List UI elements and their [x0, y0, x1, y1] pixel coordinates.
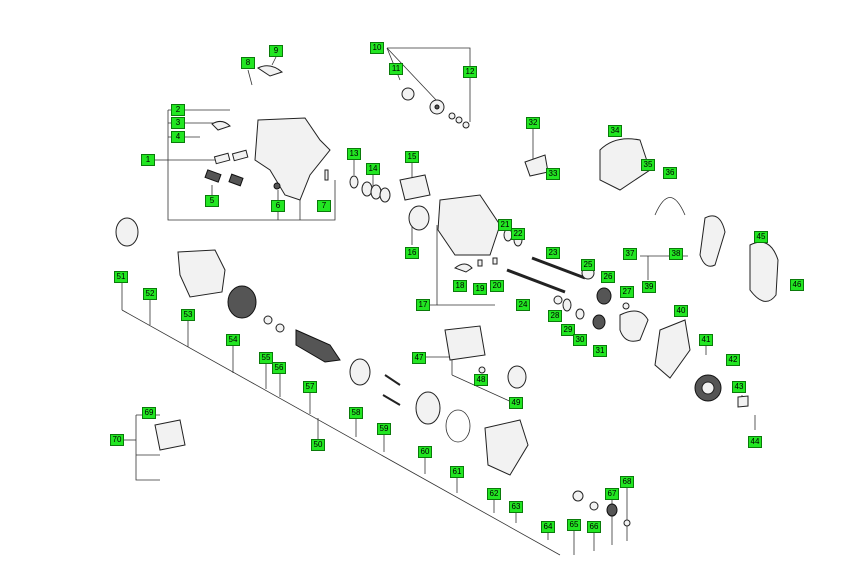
- callout-55[interactable]: 55: [259, 352, 273, 364]
- callout-23[interactable]: 23: [546, 247, 560, 259]
- callout-10[interactable]: 10: [370, 42, 384, 54]
- callout-64[interactable]: 64: [541, 521, 555, 533]
- callout-27[interactable]: 27: [620, 286, 634, 298]
- callout-38[interactable]: 38: [669, 248, 683, 260]
- callout-40[interactable]: 40: [674, 305, 688, 317]
- callout-12[interactable]: 12: [463, 66, 477, 78]
- callout-53[interactable]: 53: [181, 309, 195, 321]
- callout-14[interactable]: 14: [366, 163, 380, 175]
- callout-70[interactable]: 70: [110, 434, 124, 446]
- callout-63[interactable]: 63: [509, 501, 523, 513]
- callout-2[interactable]: 2: [171, 104, 185, 116]
- callout-51[interactable]: 51: [114, 271, 128, 283]
- callout-24[interactable]: 24: [516, 299, 530, 311]
- callout-44[interactable]: 44: [748, 436, 762, 448]
- callout-4[interactable]: 4: [171, 131, 185, 143]
- callout-37[interactable]: 37: [623, 248, 637, 260]
- callout-31[interactable]: 31: [593, 345, 607, 357]
- callout-15[interactable]: 15: [405, 151, 419, 163]
- callout-11[interactable]: 11: [389, 63, 403, 75]
- callout-50[interactable]: 50: [311, 439, 325, 451]
- callout-6[interactable]: 6: [271, 200, 285, 212]
- callout-25[interactable]: 25: [581, 259, 595, 271]
- callout-28[interactable]: 28: [548, 310, 562, 322]
- clip-9: [257, 65, 284, 77]
- callout-54[interactable]: 54: [226, 334, 240, 346]
- callout-65[interactable]: 65: [567, 519, 581, 531]
- callout-5[interactable]: 5: [205, 195, 219, 207]
- callout-18[interactable]: 18: [453, 280, 467, 292]
- callout-46[interactable]: 46: [790, 279, 804, 291]
- callout-49[interactable]: 49: [509, 397, 523, 409]
- callout-43[interactable]: 43: [732, 381, 746, 393]
- callout-56[interactable]: 56: [272, 362, 286, 374]
- callout-62[interactable]: 62: [487, 488, 501, 500]
- callout-32[interactable]: 32: [526, 117, 540, 129]
- callout-47[interactable]: 47: [412, 352, 426, 364]
- callout-67[interactable]: 67: [605, 488, 619, 500]
- callout-1[interactable]: 1: [141, 154, 155, 166]
- callout-60[interactable]: 60: [418, 446, 432, 458]
- callout-34[interactable]: 34: [608, 125, 622, 137]
- callout-9[interactable]: 9: [269, 45, 283, 57]
- callout-17[interactable]: 17: [416, 299, 430, 311]
- callout-52[interactable]: 52: [143, 288, 157, 300]
- callout-66[interactable]: 66: [587, 521, 601, 533]
- callout-3[interactable]: 3: [171, 117, 185, 129]
- callout-69[interactable]: 69: [142, 407, 156, 419]
- callout-61[interactable]: 61: [450, 466, 464, 478]
- callout-33[interactable]: 33: [546, 168, 560, 180]
- callout-35[interactable]: 35: [641, 159, 655, 171]
- callout-16[interactable]: 16: [405, 247, 419, 259]
- bearing-51: [115, 217, 139, 247]
- clip-3: [211, 120, 231, 131]
- callout-59[interactable]: 59: [377, 423, 391, 435]
- callout-7[interactable]: 7: [317, 200, 331, 212]
- callout-68[interactable]: 68: [620, 476, 634, 488]
- callout-57[interactable]: 57: [303, 381, 317, 393]
- callout-20[interactable]: 20: [490, 280, 504, 292]
- callout-39[interactable]: 39: [642, 281, 656, 293]
- callout-29[interactable]: 29: [561, 324, 575, 336]
- callout-45[interactable]: 45: [754, 231, 768, 243]
- callout-22[interactable]: 22: [511, 228, 525, 240]
- callout-19[interactable]: 19: [473, 283, 487, 295]
- callout-41[interactable]: 41: [699, 334, 713, 346]
- callout-30[interactable]: 30: [573, 334, 587, 346]
- motor-housing-front: [254, 117, 331, 201]
- callout-58[interactable]: 58: [349, 407, 363, 419]
- callout-48[interactable]: 48: [474, 374, 488, 386]
- callout-26[interactable]: 26: [601, 271, 615, 283]
- callout-42[interactable]: 42: [726, 354, 740, 366]
- callout-36[interactable]: 36: [663, 167, 677, 179]
- callout-21[interactable]: 21: [498, 219, 512, 231]
- callout-8[interactable]: 8: [241, 57, 255, 69]
- callout-13[interactable]: 13: [347, 148, 361, 160]
- parts: [115, 65, 779, 527]
